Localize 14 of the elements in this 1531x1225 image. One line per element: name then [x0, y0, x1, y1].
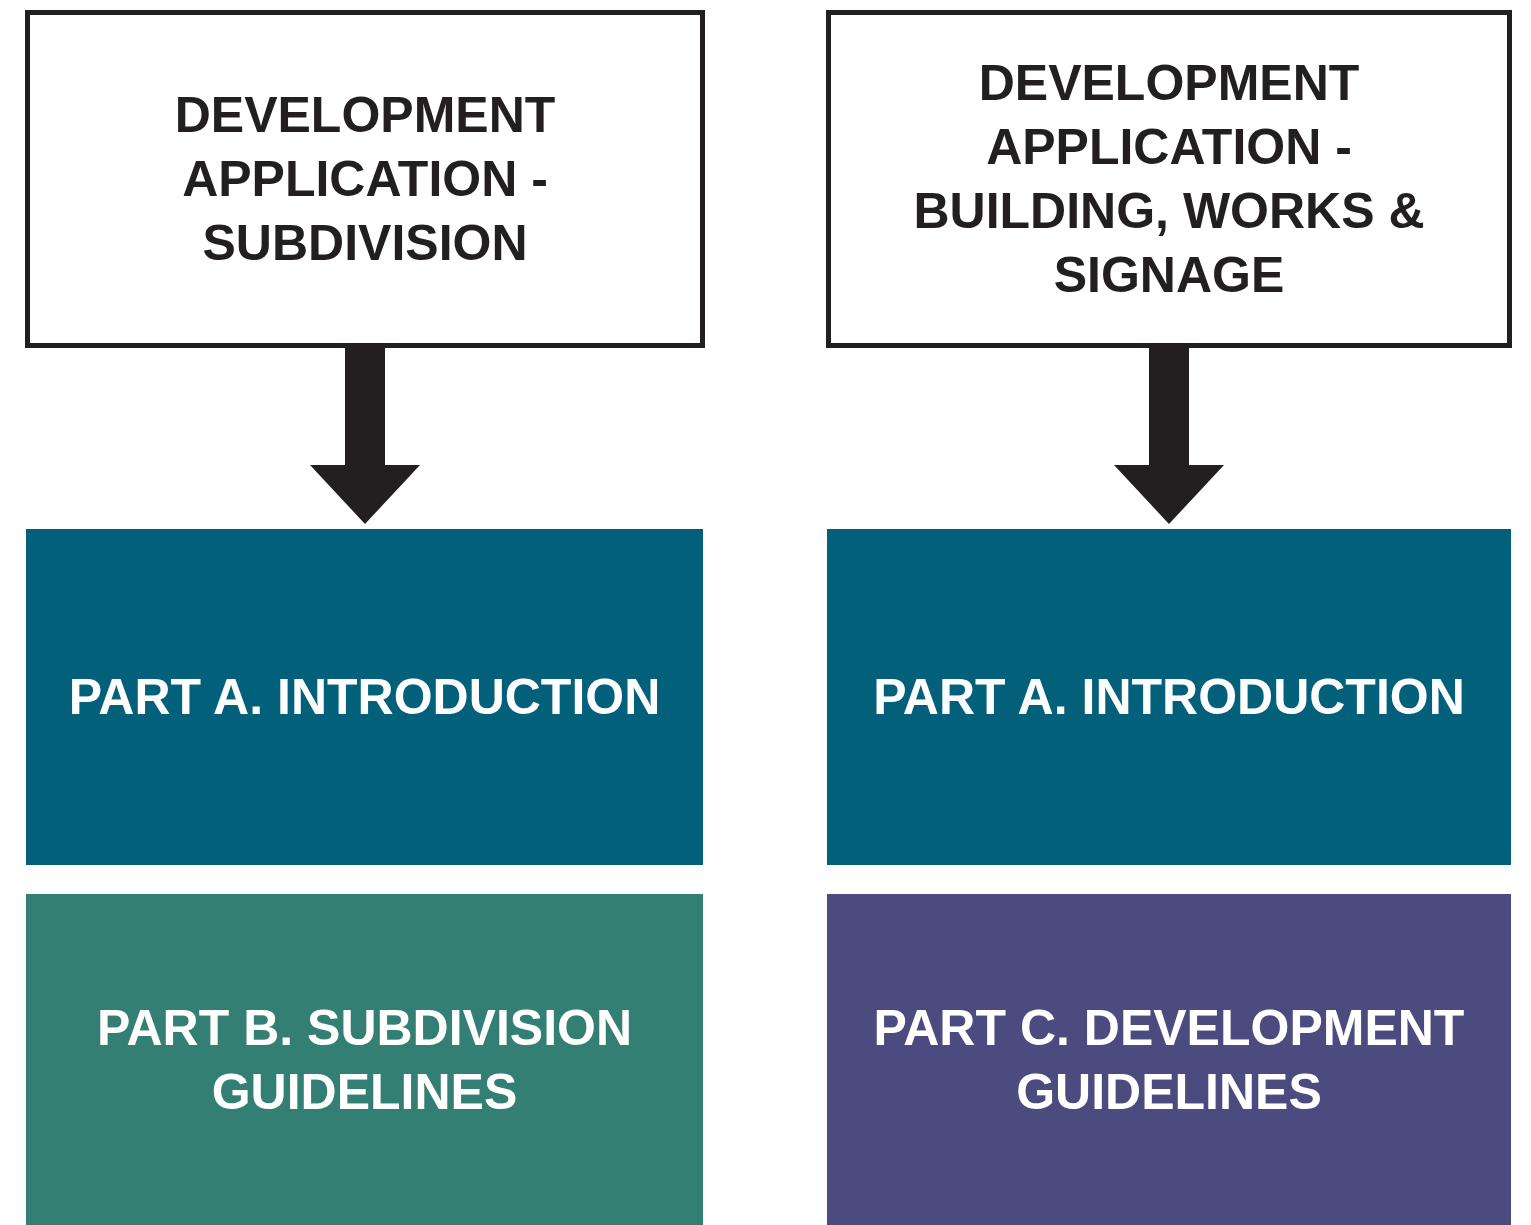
arrow: [1114, 348, 1224, 524]
section-box: [827, 529, 1511, 865]
box-label: PART C. DEVELOPMENT GUIDELINES: [872, 998, 1466, 1122]
arrow: [310, 348, 420, 524]
box-label: PART A. INTRODUCTION: [68, 668, 661, 727]
process-box: [826, 10, 1512, 348]
section-box: [26, 529, 703, 865]
box-label: PART A. INTRODUCTION: [873, 668, 1465, 727]
box-label: DEVELOPMENT APPLICATION - BUILDING, WORKS & SIGNAGE: [912, 54, 1426, 305]
section-box: [827, 894, 1511, 1225]
section-box: [26, 894, 703, 1225]
process-box: [25, 10, 705, 348]
box-label: PART B. SUBDIVISION GUIDELINES: [95, 998, 634, 1122]
box-label: DEVELOPMENT APPLICATION - SUBDIVISION: [173, 86, 557, 273]
